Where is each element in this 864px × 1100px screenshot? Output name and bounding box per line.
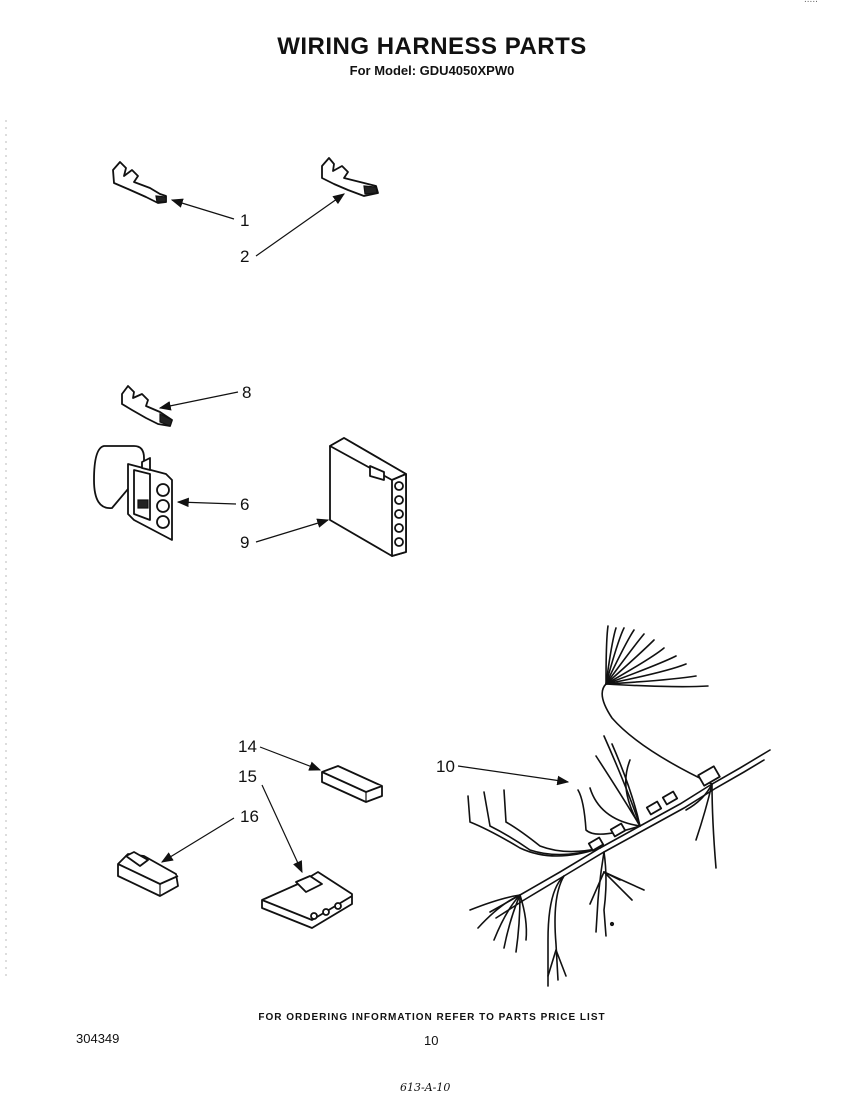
page-title: WIRING HARNESS PARTS (277, 33, 587, 60)
document-number: 304349 (76, 1031, 120, 1046)
callout-8: 8 (242, 383, 251, 402)
ordering-note: FOR ORDERING INFORMATION REFER TO PARTS … (258, 1012, 606, 1023)
part-2-terminal (321, 157, 379, 197)
model-subtitle: For Model: GDU4050XPW0 (349, 63, 515, 78)
callout-16: 16 (240, 807, 259, 826)
part-14-block (321, 765, 383, 803)
leader-lines (158, 193, 570, 874)
callout-6: 6 (240, 495, 249, 514)
callout-2: 2 (240, 247, 249, 266)
callout-15: 15 (238, 767, 257, 786)
part-6-connector (93, 445, 173, 541)
part-15-connector (261, 871, 353, 929)
callout-1: 1 (240, 211, 249, 230)
callout-14: 14 (238, 737, 257, 756)
callout-9: 9 (240, 533, 249, 552)
part-9-connector (329, 437, 407, 557)
part-1-terminal (112, 161, 167, 204)
handwritten-mark: 613-A-10 (400, 1081, 451, 1094)
corner-mark: ..... (804, 0, 818, 5)
part-16-connector (117, 851, 179, 897)
part-8-terminal (121, 385, 173, 427)
page-number: 10 (424, 1033, 439, 1048)
callout-10: 10 (436, 757, 455, 776)
part-10-wiring-harness (467, 625, 771, 987)
